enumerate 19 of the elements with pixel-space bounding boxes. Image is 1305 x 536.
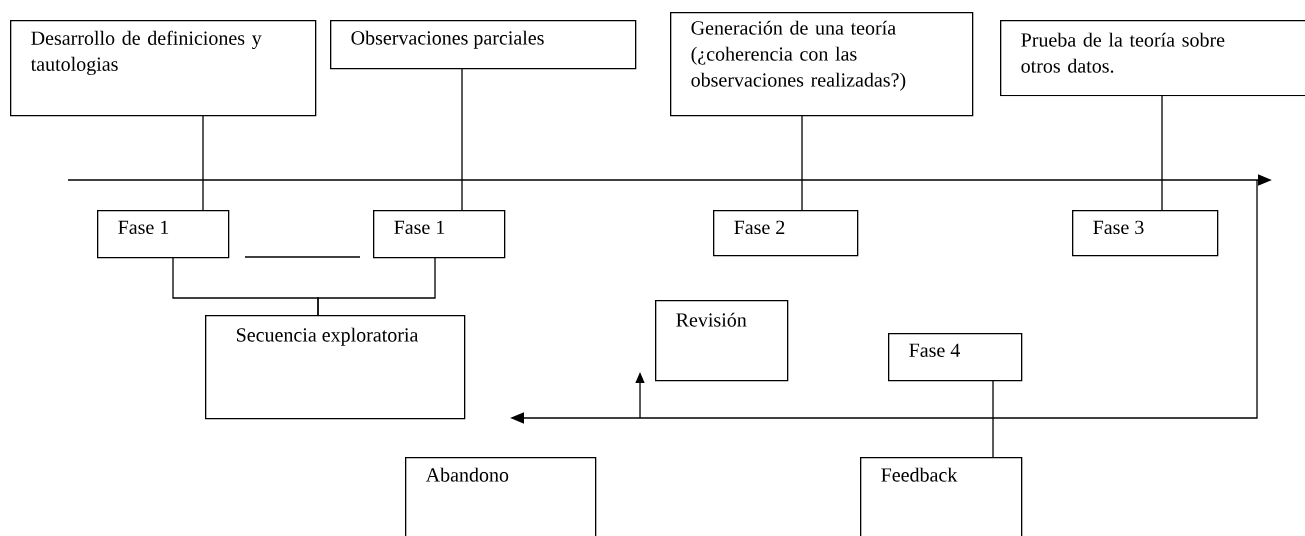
connector-line [1161,94,1163,211]
connector-line [317,256,436,316]
connector-line [202,114,204,211]
text-box: Fase 1 [97,210,230,259]
connector-line [992,379,994,458]
text-box: Feedback [860,457,1023,536]
text-box: Fase 4 [888,333,1023,382]
text-box: Desarrollo de definiciones y tautologias [10,20,317,117]
text-box: Secuencia exploratoria [205,315,466,420]
connector-line [801,114,803,211]
text-box: Prueba de la teoría sobre otros datos. [1000,20,1305,97]
connector-line [461,67,463,211]
text-box: Abandono [405,457,597,536]
text-box: Fase 1 [373,210,506,259]
text-box: Fase 3 [1072,210,1219,257]
text-box: Fase 2 [713,210,859,257]
text-box: Observaciones parciales [330,20,637,70]
text-box: Generación de una teoría (¿coherencia con las observaciones realizadas?) [670,12,974,117]
text-box: Revisión [655,300,789,382]
